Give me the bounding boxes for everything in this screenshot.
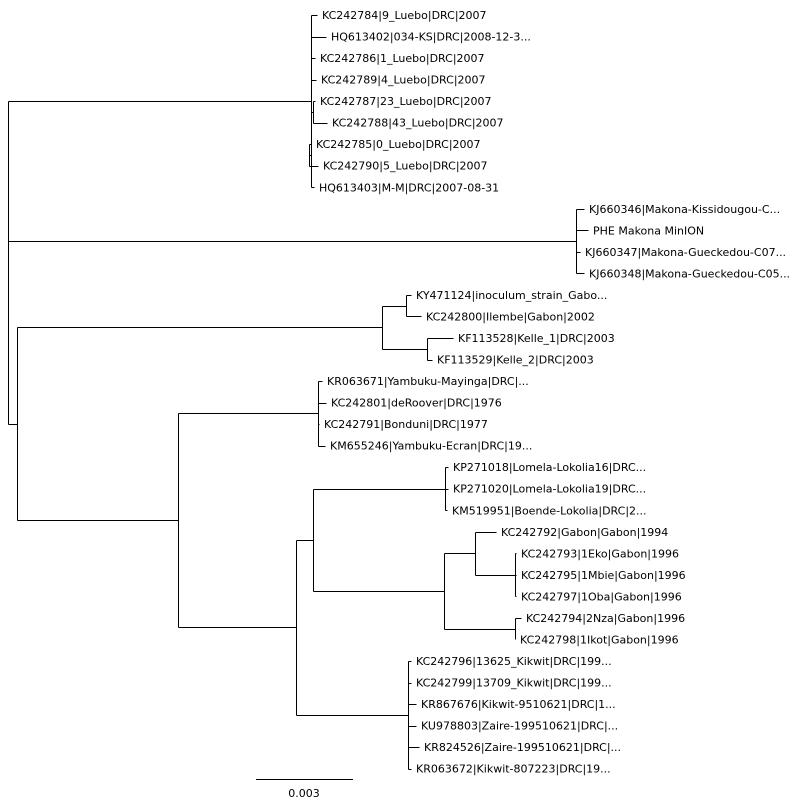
tip-label: KP271018|Lomela-Lokolia16|DRC... <box>453 461 646 474</box>
tree-branches <box>8 15 589 770</box>
tip-label: KR063672|Kikwit-807223|DRC|19... <box>416 763 611 776</box>
tip-label: KC242792|Gabon|Gabon|1994 <box>501 526 668 539</box>
scale-bar: 0.003 <box>256 779 353 800</box>
tip-label: KC242794|2Nza|Gabon|1996 <box>526 612 685 625</box>
scale-bar-label: 0.003 <box>288 787 320 800</box>
tip-label: KC242793|1Eko|Gabon|1996 <box>521 547 679 560</box>
tip-label: KU978803|Zaire-199510621|DRC|... <box>421 720 618 733</box>
tip-label: KC242786|1_Luebo|DRC|2007 <box>320 52 485 65</box>
tip-label: KR867676|Kikwit-9510621|DRC|1... <box>421 698 616 711</box>
tip-label: KC242800|Ilembe|Gabon|2002 <box>426 310 595 323</box>
tip-labels: KC242784|9_Luebo|DRC|2007HQ613402|034-KS… <box>316 9 790 776</box>
tip-label: KF113529|Kelle_2|DRC|2003 <box>437 354 594 367</box>
highlighted-tip-label: PHE Makona MinION <box>593 224 704 237</box>
tip-label: KC242799|13709_Kikwit|DRC|199... <box>416 677 612 690</box>
tip-label: KM655246|Yambuku-Ecran|DRC|19... <box>330 440 532 453</box>
tip-label: HQ613403|M-M|DRC|2007-08-31 <box>319 181 499 194</box>
tip-label: KC242787|23_Luebo|DRC|2007 <box>320 95 492 108</box>
tip-label: KC242789|4_Luebo|DRC|2007 <box>321 74 486 87</box>
tip-label: KR063671|Yambuku-Mayinga|DRC|... <box>327 375 529 388</box>
tip-label: KJ660346|Makona-Kissidougou-C... <box>589 203 780 216</box>
tip-label: KC242785|0_Luebo|DRC|2007 <box>316 138 481 151</box>
tip-label: KP271020|Lomela-Lokolia19|DRC... <box>453 483 646 496</box>
tip-label: KC242797|1Oba|Gabon|1996 <box>521 590 682 603</box>
tip-label: KC242795|1Mbie|Gabon|1996 <box>521 569 686 582</box>
tip-label: KC242796|13625_Kikwit|DRC|199... <box>416 655 612 668</box>
tip-label: KY471124|inoculum_strain_Gabo... <box>416 289 607 302</box>
tip-label: KC242791|Bonduni|DRC|1977 <box>324 418 488 431</box>
tip-label: KR824526|Zaire-199510621|DRC|... <box>424 741 621 754</box>
tip-label: KC242790|5_Luebo|DRC|2007 <box>323 160 488 173</box>
tip-label: KF113528|Kelle_1|DRC|2003 <box>458 332 615 345</box>
tip-label: KC242801|deRoover|DRC|1976 <box>331 397 502 410</box>
tip-label: HQ613402|034-KS|DRC|2008-12-3... <box>331 31 531 44</box>
tip-label: KC242788|43_Luebo|DRC|2007 <box>332 117 504 130</box>
tip-label: KM519951|Boende-Lokolia|DRC|2... <box>452 504 647 517</box>
tip-label: KC242784|9_Luebo|DRC|2007 <box>322 9 487 22</box>
tip-label: KJ660347|Makona-Gueckedou-C07... <box>585 246 786 259</box>
tip-label: KC242798|1Ikot|Gabon|1996 <box>520 633 679 646</box>
tip-label: KJ660348|Makona-Gueckedou-C05... <box>589 267 790 280</box>
